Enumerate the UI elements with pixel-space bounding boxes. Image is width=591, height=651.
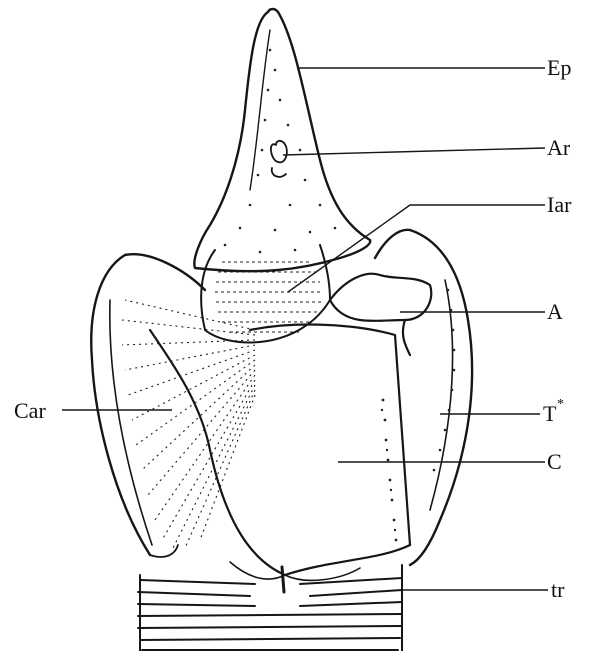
label-iar: Iar: [547, 192, 572, 217]
label-t: T: [543, 401, 557, 426]
label-ep: Ep: [547, 55, 571, 80]
leader-lines: [62, 68, 548, 590]
cricoid-stipple: [381, 399, 398, 542]
label-ar: Ar: [547, 135, 571, 160]
labels: Ep Ar Iar A Car T * C tr: [14, 55, 572, 602]
label-c: C: [547, 449, 562, 474]
interarytenoid-hatching: [215, 262, 322, 332]
label-tr: tr: [551, 577, 565, 602]
cricoid-cartilage: [150, 325, 410, 592]
arytenoid-cartilage: [330, 274, 431, 355]
trachea-rings: [138, 578, 402, 650]
left-lamina: [91, 254, 205, 557]
label-a: A: [547, 299, 563, 324]
epiglottis-tubercle: [271, 141, 287, 177]
leader-ar: [283, 148, 545, 155]
label-t-mark: *: [557, 397, 564, 412]
label-car: Car: [14, 398, 46, 423]
right-lamina: [375, 230, 472, 565]
epiglottis: [194, 9, 370, 271]
epiglottis-stipple: [224, 49, 337, 254]
